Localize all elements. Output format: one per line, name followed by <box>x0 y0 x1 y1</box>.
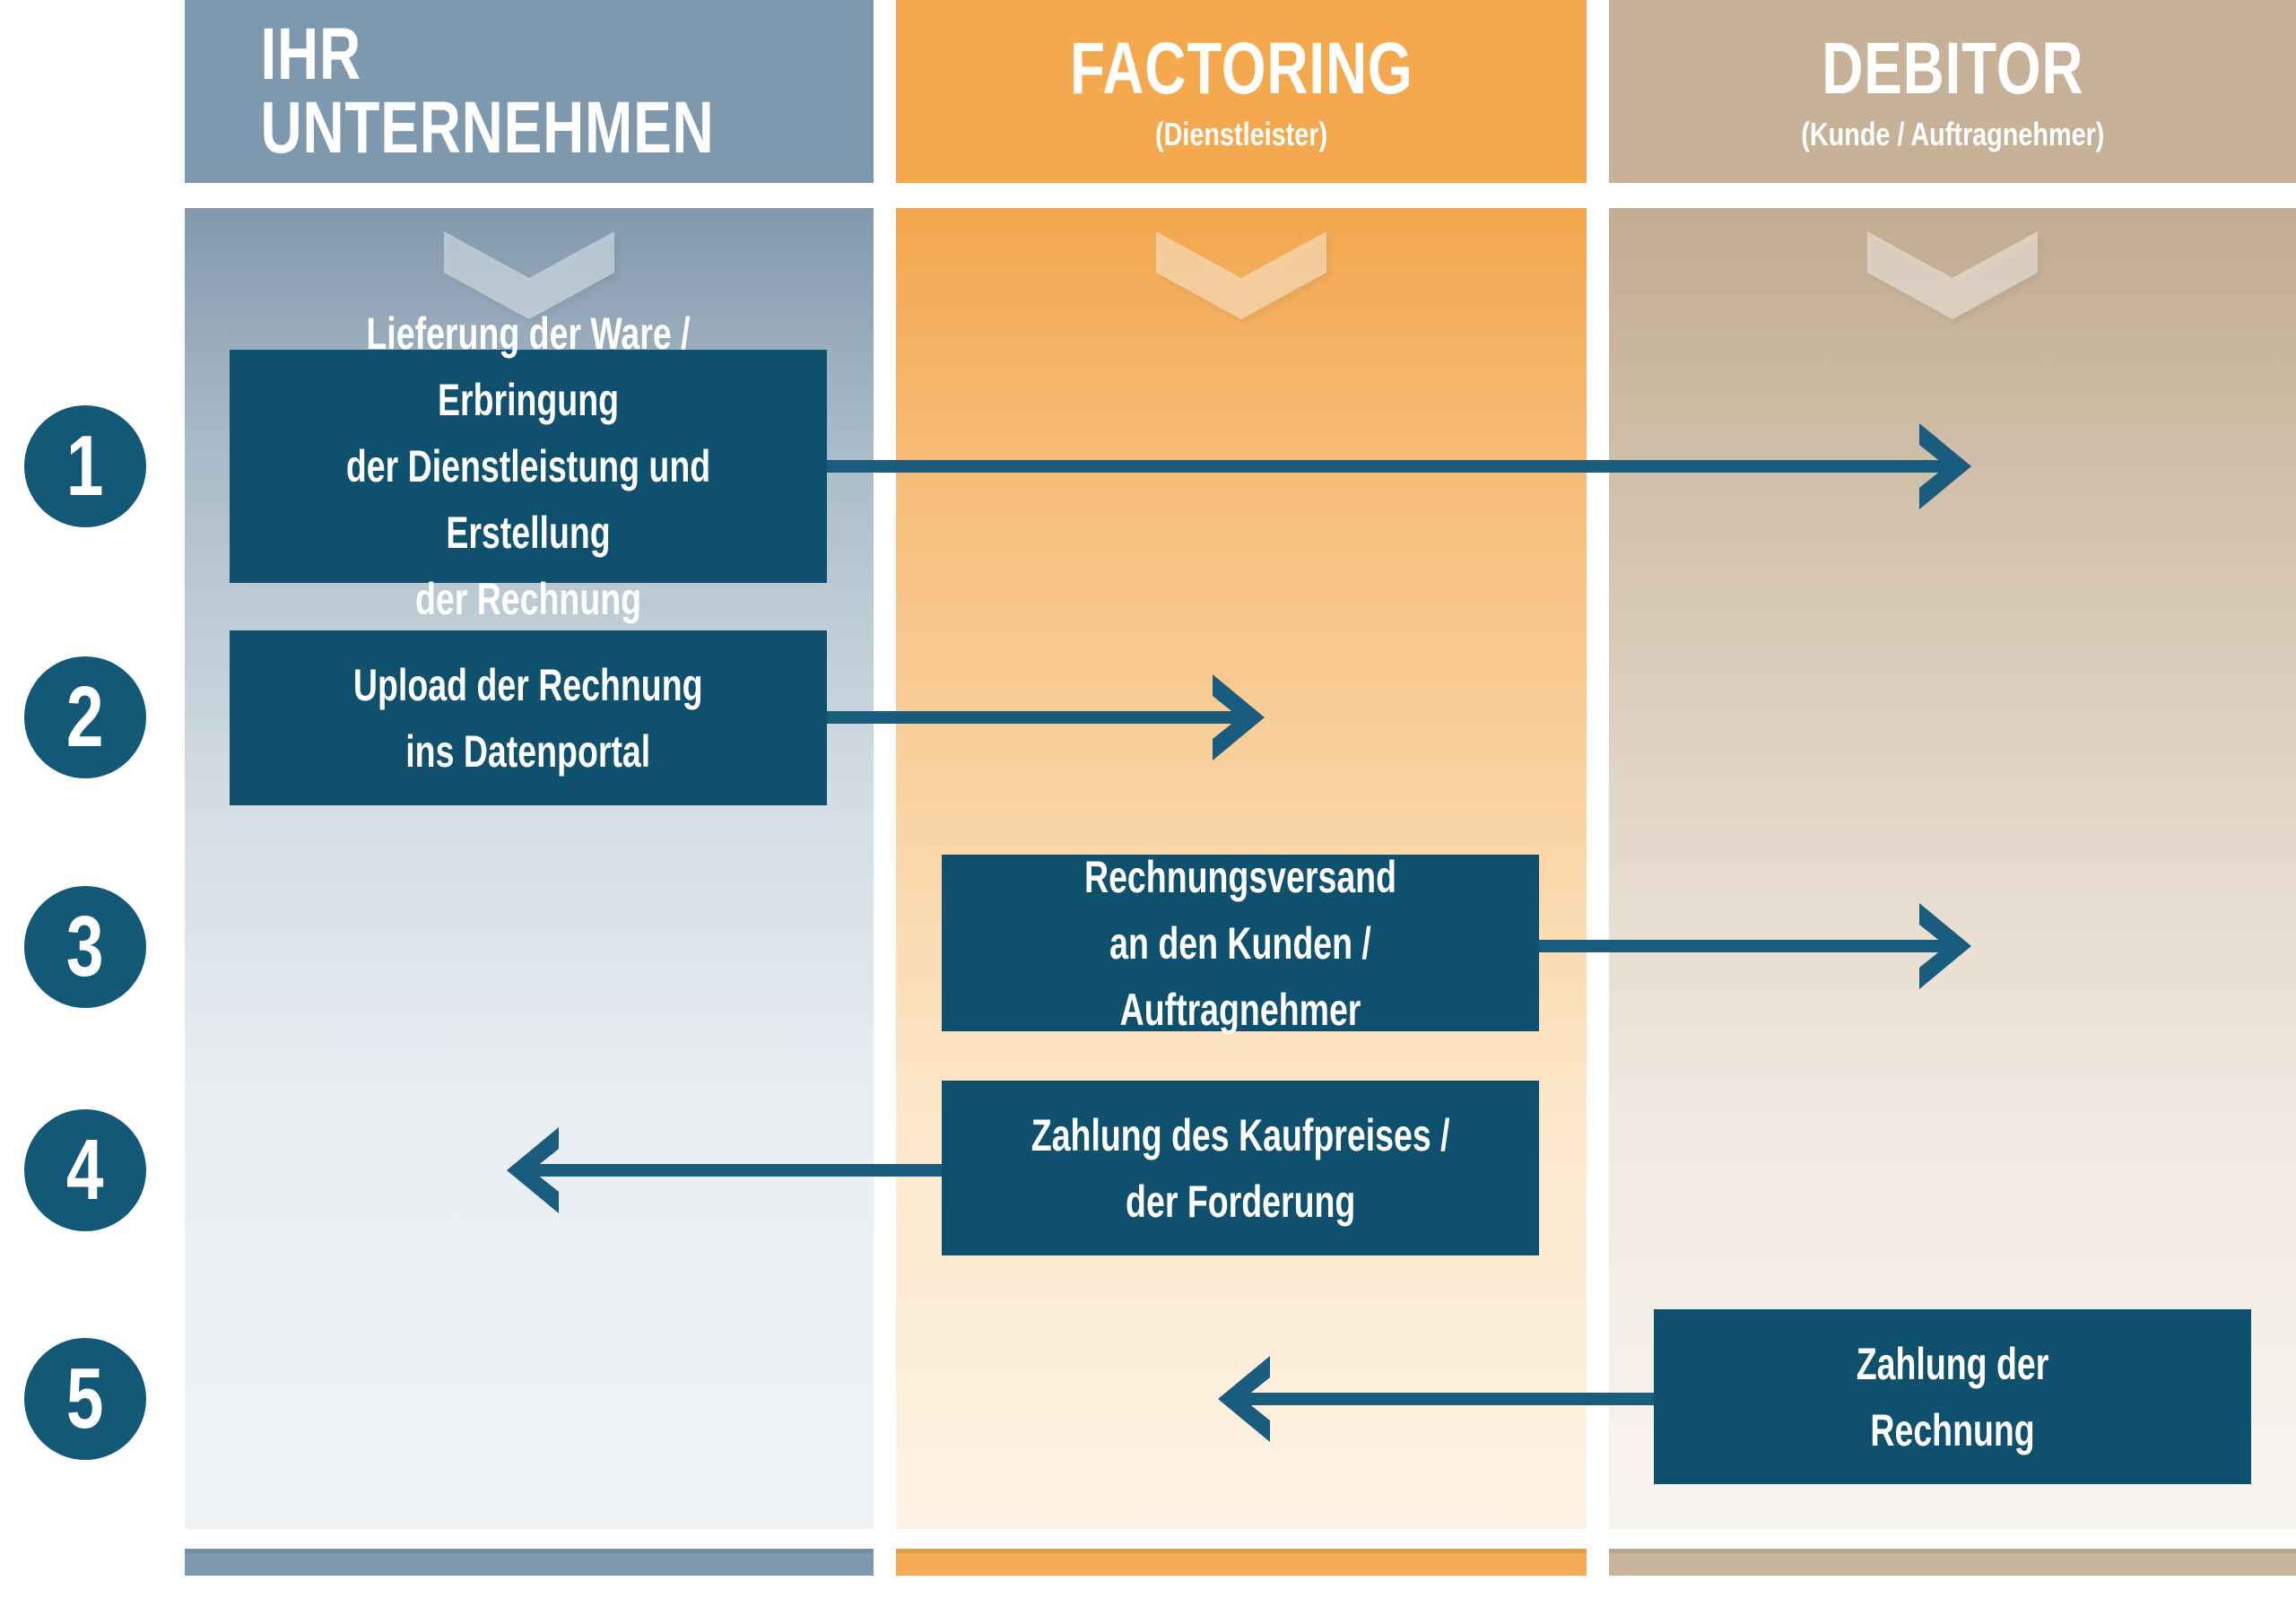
column-footer-company <box>185 1549 874 1576</box>
column-header-debitor: DEBITOR (Kunde / Auftragnehmer) <box>1609 0 2296 183</box>
step-number-circle-1: 1 <box>24 405 146 527</box>
step-box-5: Zahlung der Rechnung <box>1654 1309 2251 1484</box>
column-body-debitor <box>1609 208 2296 1529</box>
step-box-label: Zahlung des Kaufpreises / der Forderung <box>1031 1109 1450 1227</box>
step-number-circle-5: 5 <box>24 1338 146 1460</box>
step-box-label: Zahlung der Rechnung <box>1856 1338 2049 1455</box>
step-box-4: Zahlung des Kaufpreises / der Forderung <box>942 1081 1539 1255</box>
step-number: 2 <box>66 669 104 765</box>
arrow-left-icon-step-5 <box>1218 1356 1656 1442</box>
column-header-company: IHR UNTERNEHMEN <box>185 0 874 183</box>
column-subtitle: (Dienstleister) <box>1154 116 1328 152</box>
arrow-right-icon-step-2 <box>823 674 1265 760</box>
column-header-factoring: FACTORING (Dienstleister) <box>896 0 1587 183</box>
step-number: 3 <box>66 899 104 995</box>
column-title: IHR UNTERNEHMEN <box>260 13 715 169</box>
step-box-label: Rechnungsversand an den Kunden / Auftrag… <box>1083 851 1396 1035</box>
step-number: 1 <box>66 418 104 514</box>
step-box-label: Lieferung der Ware / Erbringung der Dien… <box>345 308 711 624</box>
arrow-left-icon-step-4 <box>507 1127 944 1213</box>
step-number-circle-3: 3 <box>24 886 146 1008</box>
column-subtitle: (Kunde / Auftragnehmer) <box>1800 116 2105 152</box>
step-box-3: Rechnungsversand an den Kunden / Auftrag… <box>942 852 1539 1035</box>
column-footer-debitor <box>1609 1549 2296 1576</box>
step-box-2: Upload der Rechnung ins Datenportal <box>230 630 827 805</box>
step-number: 4 <box>66 1122 104 1218</box>
step-box-1: Lieferung der Ware / Erbringung der Dien… <box>230 308 827 624</box>
step-number: 5 <box>66 1351 104 1446</box>
arrow-right-icon-step-1 <box>823 423 1971 509</box>
column-footer-factoring <box>896 1549 1587 1576</box>
step-number-circle-4: 4 <box>24 1109 146 1231</box>
chevron-down-icon <box>444 231 614 319</box>
column-title: FACTORING <box>1069 28 1413 109</box>
chevron-down-icon <box>1867 231 2038 319</box>
column-title: DEBITOR <box>1821 28 2084 109</box>
step-box-label: Upload der Rechnung ins Datenportal <box>353 659 703 777</box>
chevron-down-icon <box>1156 231 1326 319</box>
step-number-circle-2: 2 <box>24 656 146 778</box>
arrow-right-icon-step-3 <box>1537 903 1971 989</box>
